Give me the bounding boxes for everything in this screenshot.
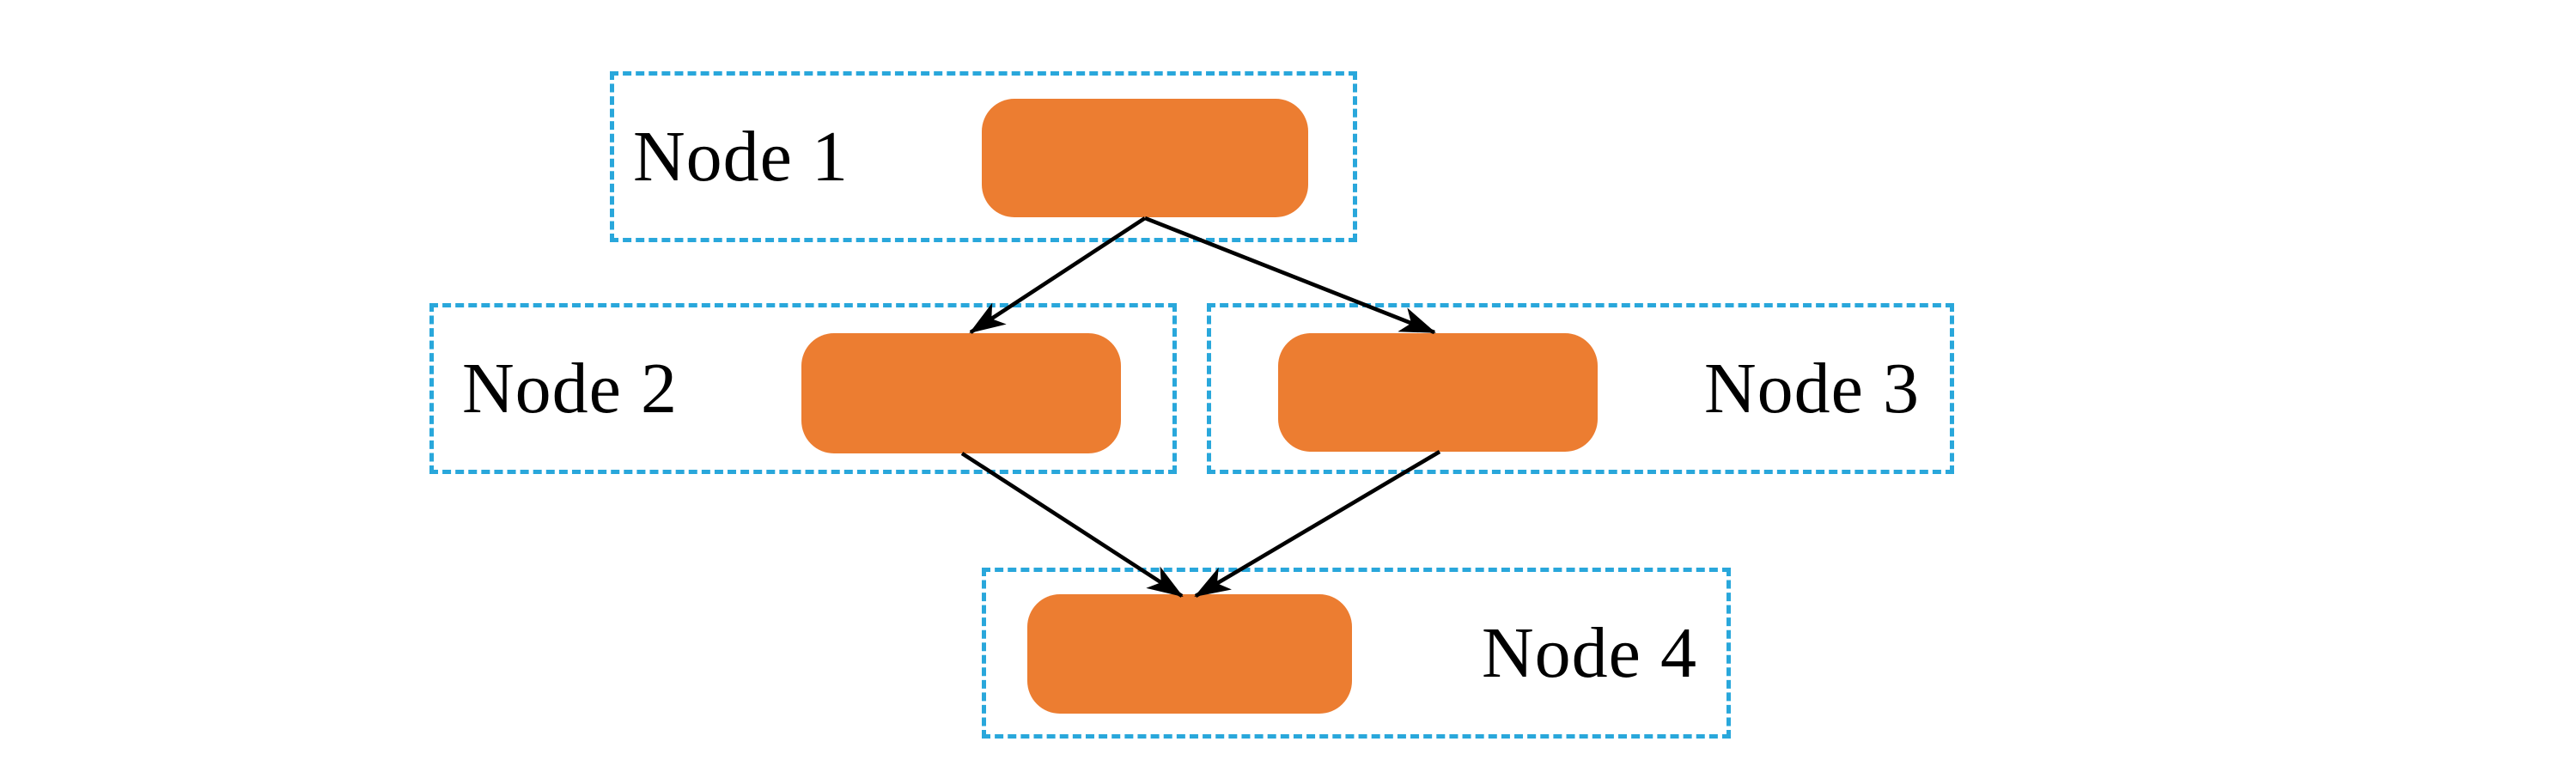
node3-container: [1207, 303, 1954, 474]
node2-shape: [801, 333, 1121, 453]
node2-container: [429, 303, 1177, 474]
node2-label: Node 2: [462, 348, 678, 429]
node4-shape: [1027, 594, 1352, 714]
node1-label: Node 1: [633, 116, 849, 197]
node4-label: Node 4: [1482, 612, 1697, 693]
node1-shape: [982, 99, 1308, 217]
node3-shape: [1278, 333, 1598, 452]
node3-label: Node 3: [1704, 348, 1920, 429]
